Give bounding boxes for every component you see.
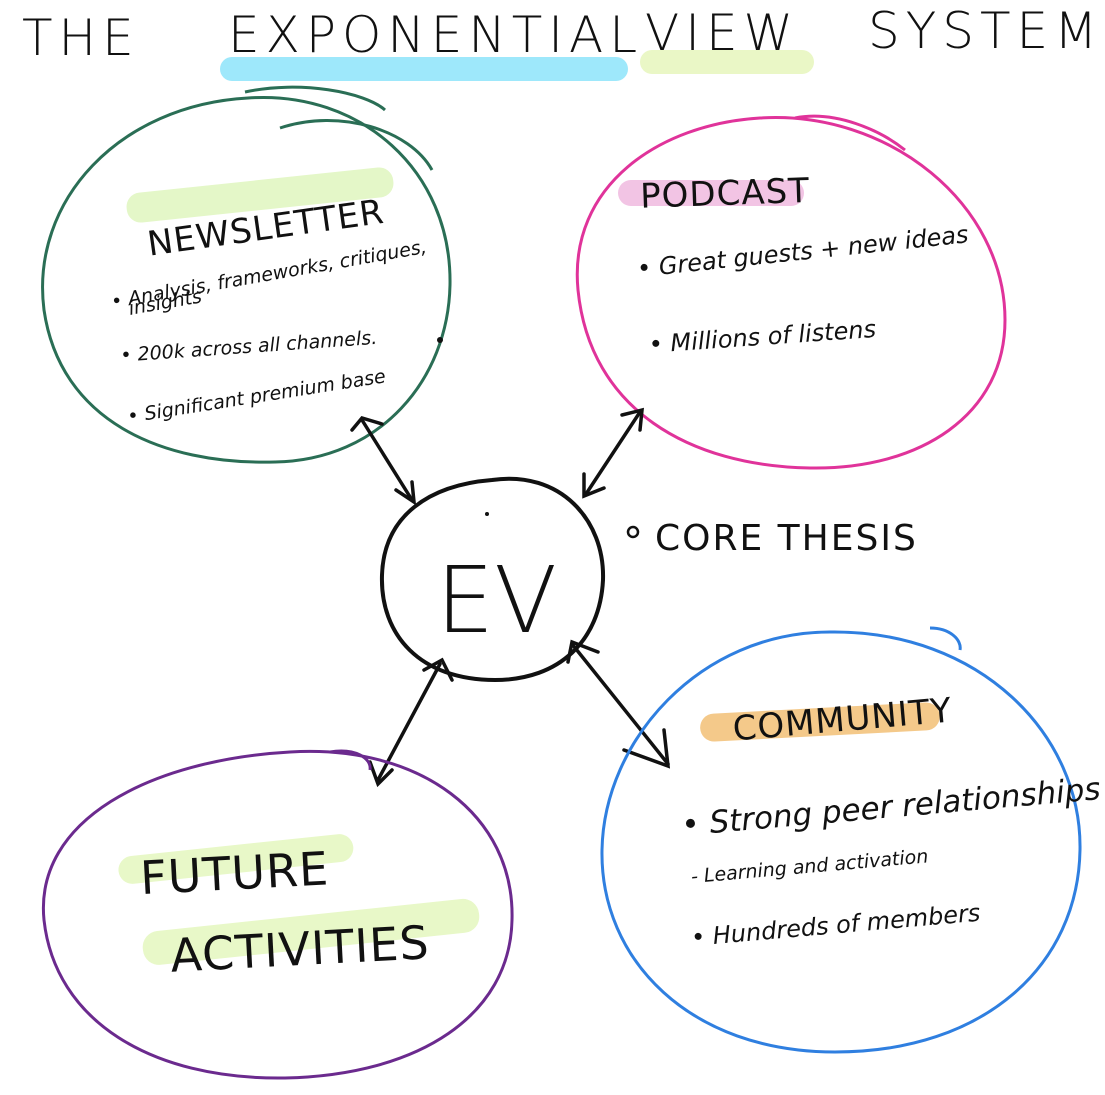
arrow-newsletter-ev xyxy=(350,415,417,506)
title-word-the: THE xyxy=(22,9,140,67)
future-heading-line-1: FUTURE xyxy=(139,841,330,905)
newsletter-heading-highlight xyxy=(126,167,394,223)
arrow-ev-future xyxy=(368,657,454,788)
community-heading-highlight xyxy=(700,702,940,742)
podcast-bullet-1: • Great guests + new ideas xyxy=(636,220,970,283)
stray-dot xyxy=(485,512,489,516)
community-bullet-3: • Hundreds of members xyxy=(690,899,981,952)
podcast-circle-tail xyxy=(794,114,906,152)
community-node: COMMUNITY • Strong peer relationships - … xyxy=(600,626,1102,1054)
title-word-system: SYSTEM xyxy=(868,2,1103,60)
future-heading-highlight-1 xyxy=(118,834,354,884)
community-circle xyxy=(600,630,1082,1054)
arrow-podcast-ev xyxy=(582,407,644,499)
podcast-circle xyxy=(575,116,1007,470)
title-word-view: VIEW xyxy=(645,4,799,62)
podcast-heading-highlight xyxy=(618,180,804,206)
future-heading-line-2: ACTIVITIES xyxy=(169,915,431,983)
newsletter-circle xyxy=(41,95,452,464)
newsletter-bullet-3: • Significant premium base xyxy=(126,365,387,428)
newsletter-node: NEWSLETTER • Analysis, frameworks, criti… xyxy=(41,85,452,464)
ev-node: EV CORE THESIS xyxy=(379,476,918,683)
newsletter-bullet-2: • 200k across all channels. xyxy=(120,327,378,367)
ev-label: EV xyxy=(436,547,557,654)
future-circle xyxy=(41,749,514,1080)
newsletter-stray-dot xyxy=(437,337,443,343)
core-thesis-bullet xyxy=(626,525,640,539)
community-heading: COMMUNITY xyxy=(731,690,954,749)
title-highlight-exponential xyxy=(220,57,628,81)
community-bullet-1: • Strong peer relationships xyxy=(680,771,1102,843)
newsletter-circle-tail-2 xyxy=(279,119,434,171)
community-circle-tail xyxy=(929,626,962,651)
podcast-heading: PODCAST xyxy=(639,171,810,217)
arrow-ev-community xyxy=(566,639,671,769)
ev-circle xyxy=(379,476,606,683)
future-activities-node: FUTURE ACTIVITIES xyxy=(41,749,514,1080)
community-bullet-2: - Learning and activation xyxy=(690,845,929,888)
future-heading-highlight-2 xyxy=(142,898,480,965)
title-highlight-view xyxy=(640,50,814,74)
core-thesis-label: CORE THESIS xyxy=(655,518,918,559)
title-word-exponential: EXPONENTIAL xyxy=(228,6,643,64)
newsletter-circle-tail xyxy=(244,85,387,112)
podcast-bullet-2: • Millions of listens xyxy=(648,315,877,359)
future-circle-tail xyxy=(329,749,372,771)
